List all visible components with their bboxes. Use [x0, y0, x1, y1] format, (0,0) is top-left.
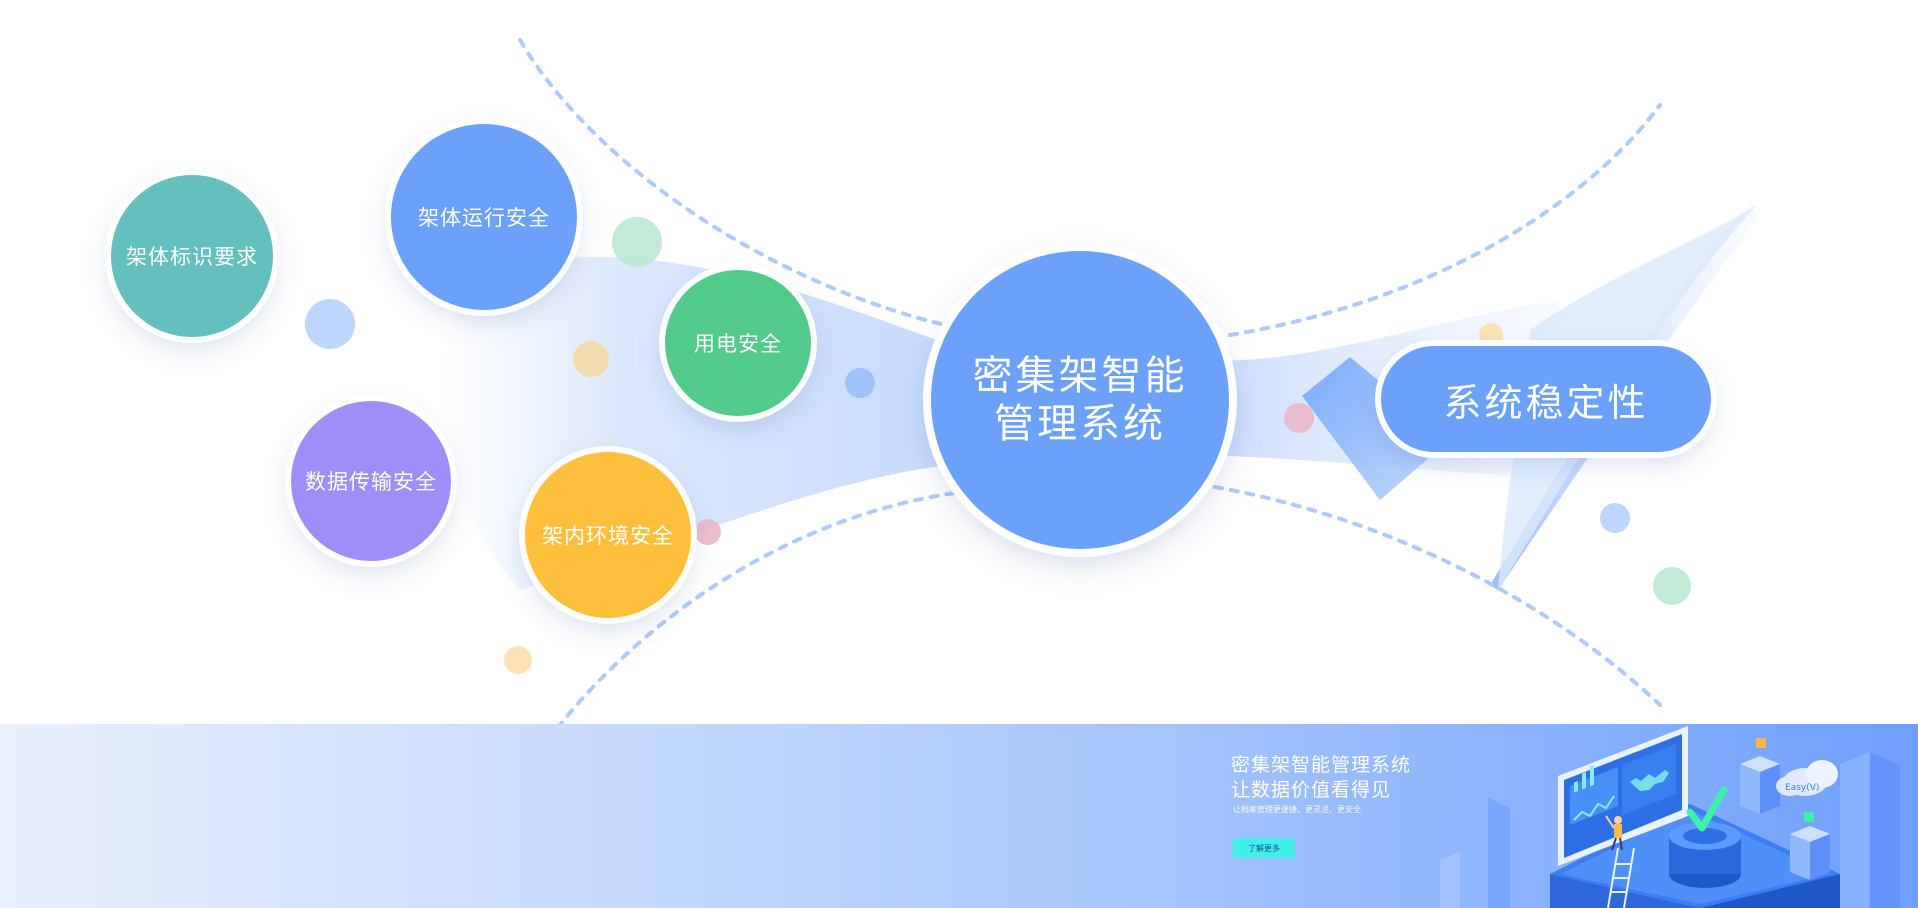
- banner-title-line1: 密集架智能管理系统: [1231, 754, 1412, 776]
- banner-subtitle: 让档案管理更便捷、更灵活、更安全: [1233, 805, 1361, 814]
- center-node-line2: 管理系统: [994, 401, 1166, 447]
- decor-dot: [695, 519, 721, 545]
- decor-dot: [1600, 503, 1630, 533]
- decor-dot: [1284, 403, 1314, 433]
- bubble-label: 架体标识要求: [126, 245, 258, 269]
- bubble-label: 架内环境安全: [542, 524, 674, 548]
- learn-more-button[interactable]: 了解更多: [1233, 838, 1295, 858]
- isometric-dashboard-illustration: Easy(V): [1440, 726, 1900, 908]
- dashed-arc-bottom-right: [1213, 485, 1662, 707]
- dashed-arc-bottom-left: [518, 491, 957, 782]
- dashed-arc-top-right: [1228, 103, 1662, 337]
- decor-dot: [845, 368, 875, 398]
- bubble-data-transmission-safety: 数据传输安全: [291, 401, 451, 561]
- decor-dot: [612, 217, 662, 267]
- decor-dot: [1653, 567, 1691, 605]
- illustration-screen-text: Easy(V): [1785, 783, 1819, 793]
- bubble-label: 架体运行安全: [418, 206, 550, 230]
- outcome-label: 系统稳定性: [1443, 380, 1649, 425]
- bubble-frame-identification: 架体标识要求: [111, 175, 273, 337]
- dashed-arc-top-left: [518, 38, 947, 327]
- outcome-pill-system-stability: 系统稳定性: [1381, 346, 1711, 452]
- banner-title-line2: 让数据价值看得见: [1231, 779, 1392, 801]
- bubble-internal-environment-safety: 架内环境安全: [525, 452, 691, 618]
- bubble-electrical-safety: 用电安全: [665, 270, 811, 416]
- decor-dot: [1479, 323, 1503, 347]
- center-node-system: 密集架智能 管理系统: [931, 251, 1229, 549]
- decor-dot: [305, 299, 355, 349]
- chevron-arrow-shape: [1302, 357, 1450, 500]
- bottom-banner: 密集架智能管理系统 让数据价值看得见 让档案管理更便捷、更灵活、更安全 了解更多: [0, 724, 1918, 908]
- decor-dot: [573, 341, 609, 377]
- center-node-line1: 密集架智能: [972, 353, 1188, 399]
- bubble-label: 数据传输安全: [305, 470, 437, 494]
- bubble-label: 用电安全: [694, 332, 782, 356]
- bubble-frame-operation-safety: 架体运行安全: [391, 124, 577, 310]
- decor-dot: [504, 646, 532, 674]
